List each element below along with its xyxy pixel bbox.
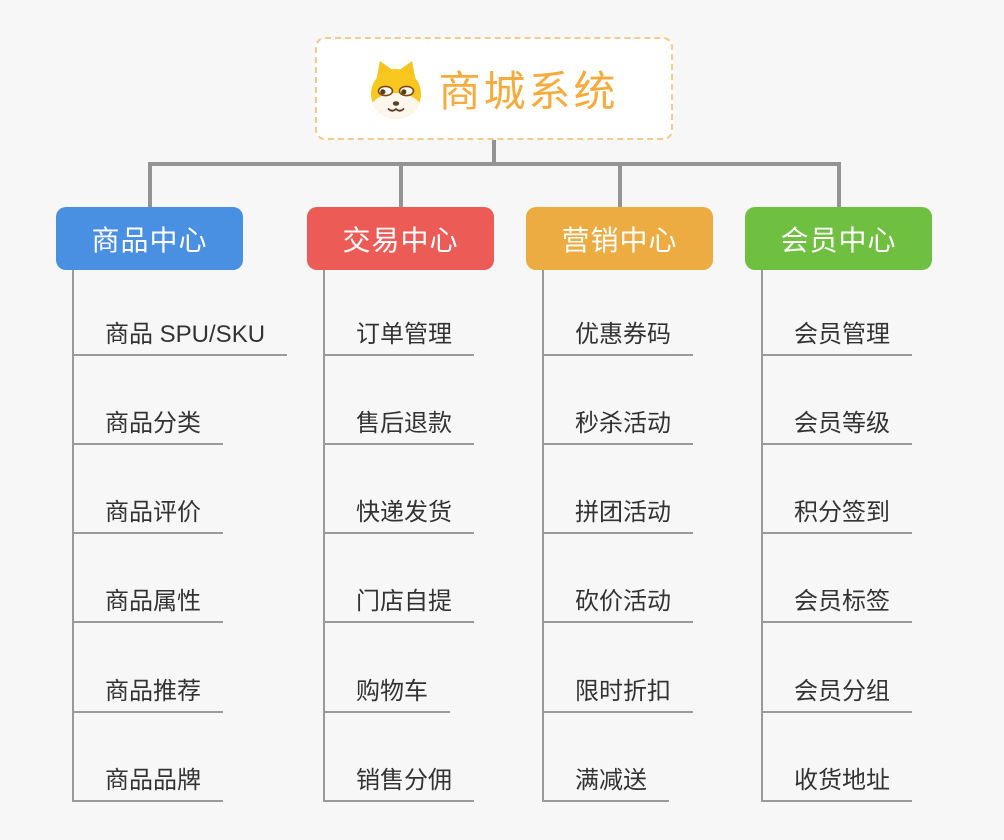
branch-spine-line: [72, 270, 74, 801]
child-node[interactable]: 商品评价: [72, 488, 223, 534]
child-node[interactable]: 购物车: [323, 667, 450, 713]
child-node[interactable]: 商品分类: [72, 399, 223, 445]
shiba-dog-icon: [369, 58, 423, 120]
branch-node[interactable]: 商品中心: [56, 207, 243, 270]
branch-node[interactable]: 会员中心: [745, 207, 932, 270]
branch-spine-line: [323, 270, 325, 801]
child-node[interactable]: 优惠券码: [542, 310, 693, 356]
child-node[interactable]: 商品推荐: [72, 667, 223, 713]
child-node[interactable]: 满减送: [542, 756, 669, 802]
child-node[interactable]: 会员分组: [761, 667, 912, 713]
child-node[interactable]: 秒杀活动: [542, 399, 693, 445]
child-node[interactable]: 会员等级: [761, 399, 912, 445]
child-node[interactable]: 门店自提: [323, 577, 474, 623]
child-node[interactable]: 砍价活动: [542, 577, 693, 623]
child-node[interactable]: 销售分佣: [323, 756, 474, 802]
connector-branch-drop: [836, 162, 841, 207]
child-node[interactable]: 收货地址: [761, 756, 912, 802]
root-node[interactable]: 商城系统: [315, 37, 673, 140]
branch-spine-line: [761, 270, 763, 801]
child-node[interactable]: 会员管理: [761, 310, 912, 356]
root-title: 商城系统: [438, 68, 619, 115]
branch-node[interactable]: 营销中心: [526, 207, 713, 270]
connector-horizontal: [148, 162, 840, 166]
child-node[interactable]: 商品属性: [72, 577, 223, 623]
child-node[interactable]: 商品 SPU/SKU: [72, 310, 288, 356]
child-node[interactable]: 限时折扣: [542, 667, 693, 713]
child-node[interactable]: 订单管理: [323, 310, 474, 356]
connector-root-stub: [492, 140, 496, 164]
child-node[interactable]: 积分签到: [761, 488, 912, 534]
child-node[interactable]: 拼团活动: [542, 488, 693, 534]
connector-branch-drop: [617, 162, 622, 207]
connector-branch-drop: [398, 162, 403, 207]
branch-node[interactable]: 交易中心: [307, 207, 494, 270]
child-node[interactable]: 售后退款: [323, 399, 474, 445]
branch-spine-line: [542, 270, 544, 801]
child-node[interactable]: 快递发货: [323, 488, 474, 534]
child-node[interactable]: 商品品牌: [72, 756, 223, 802]
child-node[interactable]: 会员标签: [761, 577, 912, 623]
connector-branch-drop: [147, 162, 152, 207]
